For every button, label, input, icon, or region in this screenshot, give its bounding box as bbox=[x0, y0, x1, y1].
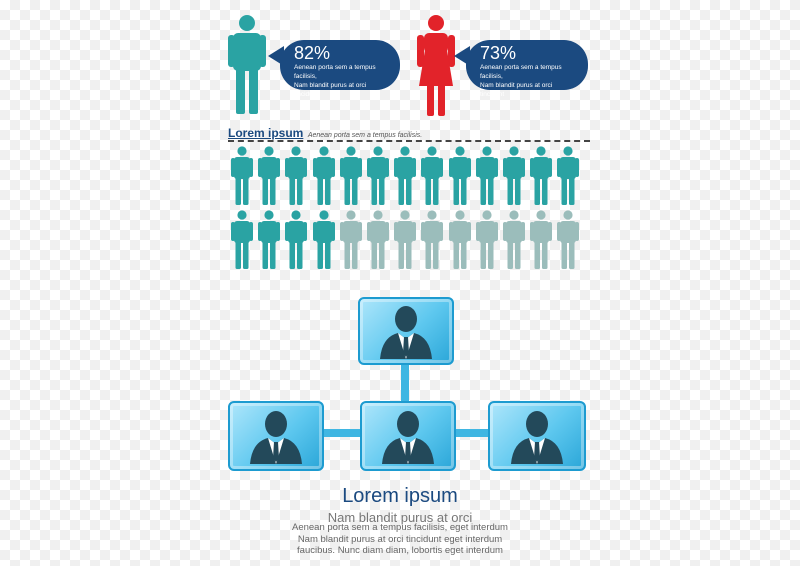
person-icon bbox=[530, 146, 553, 205]
org-node-right bbox=[488, 401, 586, 471]
businessman-icon bbox=[511, 411, 563, 464]
heading-divider bbox=[228, 140, 590, 142]
person-icon bbox=[285, 210, 308, 269]
population-heading: Lorem ipsum Aenean porta sem a tempus fa… bbox=[228, 124, 422, 142]
male-note-line-2: Nam blandit purus at orci tincidunt bbox=[294, 82, 367, 98]
person-icon bbox=[503, 210, 525, 269]
org-node-left bbox=[228, 401, 324, 471]
person-icon bbox=[258, 146, 281, 205]
male-stat-bubble: 82% Aenean porta sem a tempus facilisis,… bbox=[268, 40, 400, 98]
person-icon bbox=[557, 210, 580, 269]
person-icon bbox=[339, 146, 362, 205]
person-icon bbox=[231, 146, 253, 205]
person-icon bbox=[312, 210, 335, 269]
person-icon bbox=[312, 146, 335, 205]
businessman-icon bbox=[382, 411, 434, 464]
person-icon bbox=[231, 210, 253, 269]
person-icon bbox=[530, 210, 553, 269]
person-icon bbox=[557, 146, 580, 205]
person-icon bbox=[421, 146, 444, 205]
female-note-line-1: Aenean porta sem a tempus facilisis, bbox=[480, 64, 562, 80]
org-connector-left bbox=[322, 429, 362, 437]
female-figure-icon bbox=[417, 15, 455, 116]
female-stat-bubble: 73% Aenean porta sem a tempus facilisis,… bbox=[454, 40, 588, 98]
footer-line-3: faucibus. Nunc diam diam, lobortis eget … bbox=[297, 545, 503, 556]
footer-subtitle: Nam blandit purus at orci bbox=[327, 510, 473, 525]
footer-title: Lorem ipsum bbox=[342, 485, 458, 507]
businessman-icon bbox=[380, 306, 432, 359]
person-icon bbox=[367, 210, 389, 269]
person-icon bbox=[339, 210, 362, 269]
person-icon bbox=[394, 146, 417, 205]
female-note-line-2: Nam blandit purus at orci tincidunt bbox=[480, 82, 553, 98]
male-percent: 82% bbox=[294, 43, 331, 63]
person-icon bbox=[285, 146, 308, 205]
population-subtitle: Aenean porta sem a tempus facilisis. bbox=[307, 132, 423, 139]
org-connector-vertical bbox=[401, 365, 409, 407]
footer-line-2: Nam blandit purus at orci tincidunt eget… bbox=[297, 533, 503, 545]
male-note-line-1: Aenean porta sem a tempus facilisis, bbox=[294, 64, 376, 80]
person-icon bbox=[475, 210, 498, 269]
person-icon bbox=[258, 210, 281, 269]
footer-body: Aenean porta sem a tempus facilisis, ege… bbox=[0, 522, 800, 557]
population-title: Lorem ipsum bbox=[228, 126, 304, 140]
footer-line-1: Aenean porta sem a tempus facilisis, ege… bbox=[292, 522, 508, 533]
person-icon bbox=[367, 146, 389, 205]
male-figure-icon bbox=[228, 15, 266, 114]
org-connector-right bbox=[454, 429, 490, 437]
person-icon bbox=[448, 210, 471, 269]
businessman-icon bbox=[250, 411, 302, 464]
org-node-center bbox=[360, 401, 456, 471]
person-icon bbox=[448, 146, 471, 205]
person-icon bbox=[394, 210, 417, 269]
person-icon bbox=[503, 146, 525, 205]
person-icon bbox=[421, 210, 444, 269]
female-percent: 73% bbox=[480, 43, 517, 63]
person-icon bbox=[475, 146, 498, 205]
org-node-top bbox=[358, 297, 454, 365]
